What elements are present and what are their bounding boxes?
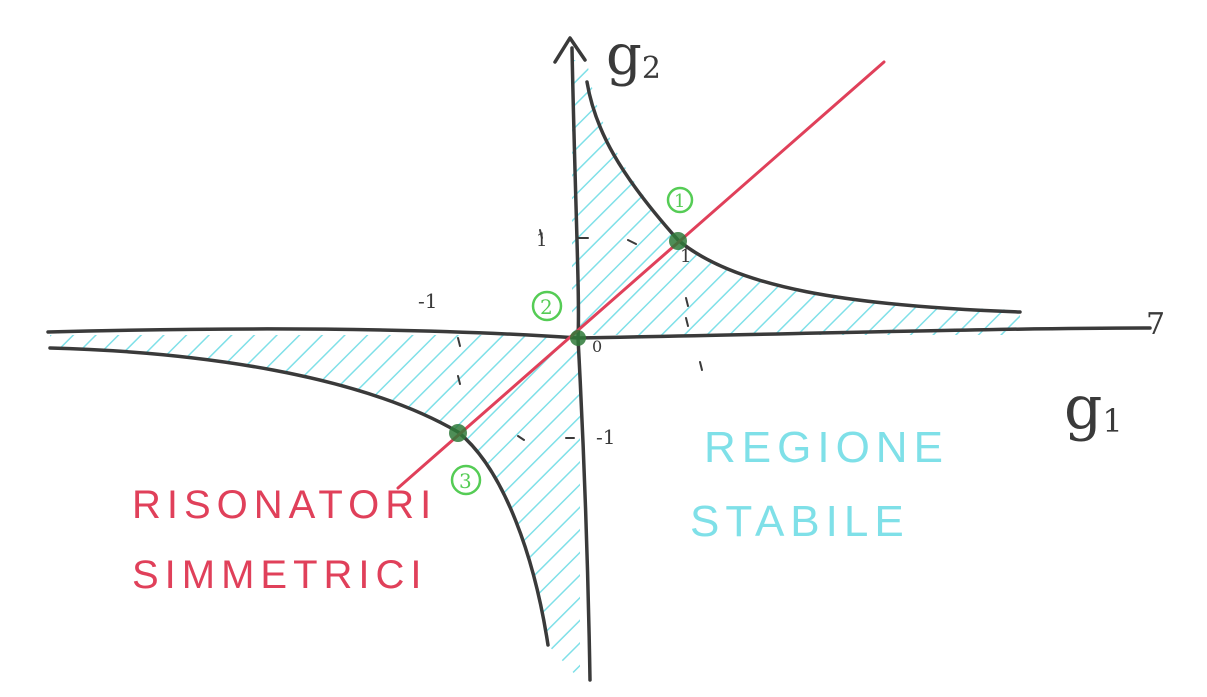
tick-label-y-plus: 1 (536, 230, 547, 251)
g2-axis-arrowhead (553, 36, 587, 64)
g1-axis-arrow-mark: 7 (1146, 307, 1165, 342)
origin-label: 0 (592, 337, 602, 356)
symmetric-resonators-line (396, 60, 886, 490)
symmetric-resonators-label-line1: RISONATORI (132, 483, 437, 527)
ticks (457, 229, 703, 441)
point-1-label: 1 (674, 191, 685, 212)
tick-label-x-minus: -1 (418, 289, 437, 313)
hyperbola-branch-q1 (585, 80, 1022, 314)
point-2-label: 2 (540, 295, 553, 319)
point-3: 3 (449, 424, 482, 496)
g1-axis-label: g1 (1064, 373, 1123, 443)
stable-region-label-line1: REGIONE (704, 423, 949, 472)
point-1: 1 (666, 186, 694, 250)
hyperbola-branch-q3 (48, 346, 550, 647)
stable-region-label-line2: STABILE (690, 497, 910, 546)
tick-label-x-plus: 1 (680, 246, 691, 267)
point-3-label: 3 (459, 469, 472, 493)
symmetric-resonators-label-line2: SIMMETRICI (132, 553, 428, 597)
point-2: 2 (531, 290, 586, 346)
stable-region-q3-hatch (50, 335, 580, 680)
tick-label-y-minus: -1 (596, 425, 615, 449)
stable-region-q1-hatch (572, 60, 1020, 335)
g2-axis-label: g2 (606, 23, 661, 88)
